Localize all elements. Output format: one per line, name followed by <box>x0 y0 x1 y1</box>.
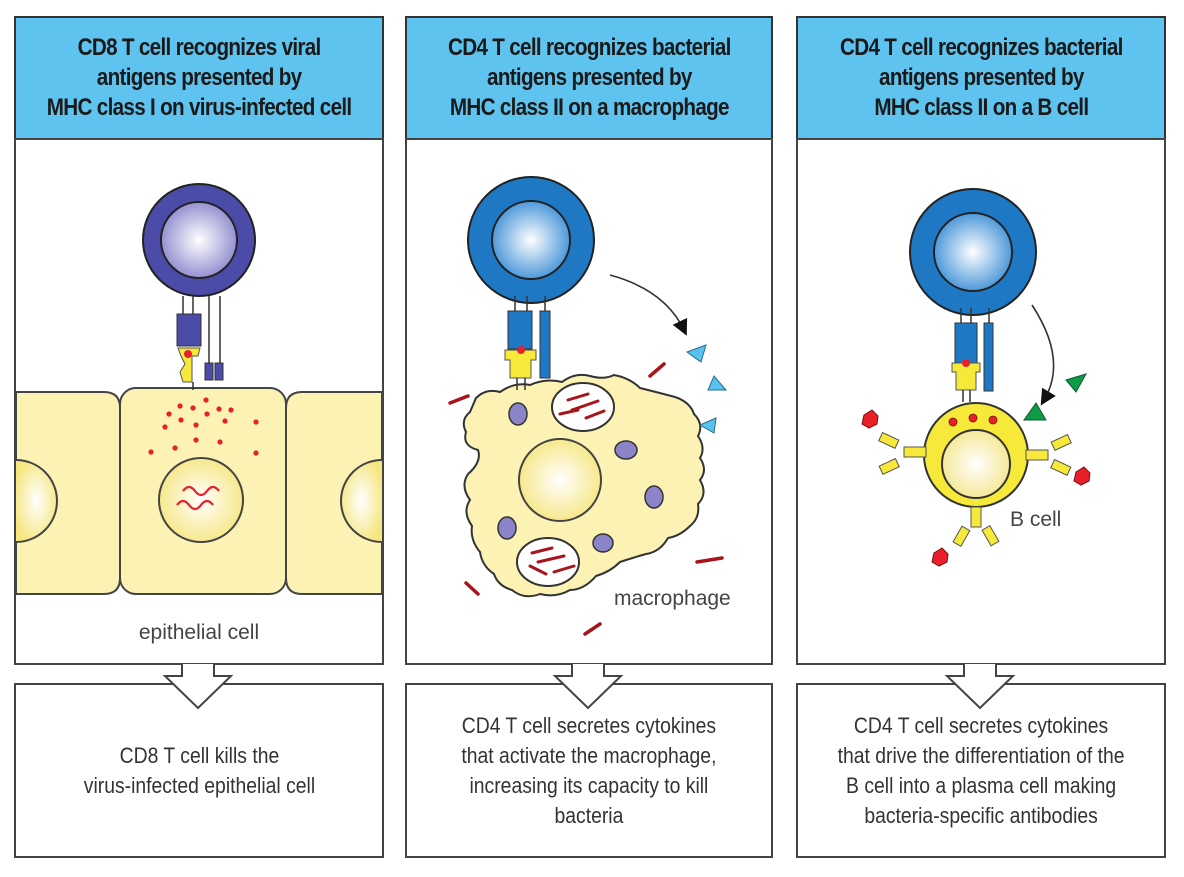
viral-rna <box>182 485 220 497</box>
panel-3-title: CD4 T cell recognizes bacterial antigens… <box>839 34 1123 121</box>
vesicles <box>497 402 664 553</box>
cd4-t-cell-bcell <box>909 188 1037 392</box>
mhc-class-ii <box>504 349 537 379</box>
b-cell-label: B cell <box>1010 508 1061 531</box>
b-cell-receptors <box>878 431 1072 547</box>
down-arrow-1 <box>162 664 234 710</box>
t-cell-receptor <box>507 310 533 350</box>
panel-1-header: CD8 T cell recognizes viral antigens pre… <box>14 16 384 140</box>
down-arrow-3 <box>944 664 1016 710</box>
antigen-dots <box>948 413 998 427</box>
nucleus <box>158 457 244 543</box>
panel-3-result: CD4 T cell secretes cytokines that drive… <box>796 683 1166 858</box>
cd4-coreceptor <box>983 322 994 392</box>
panel-2-result: CD4 T cell secretes cytokines that activ… <box>405 683 773 858</box>
secretion-arrow <box>1031 304 1056 406</box>
antigen-peptide <box>962 359 970 367</box>
bacterial-antigens <box>861 409 1091 567</box>
phagosome <box>516 537 580 587</box>
cd4-t-cell-macrophage <box>467 176 595 390</box>
secretion-arrow <box>609 274 688 336</box>
viral-antigen-dots <box>148 397 259 456</box>
antigen-peptide <box>184 350 192 358</box>
panel-2-result-text: CD4 T cell secretes cytokines that activ… <box>461 712 717 828</box>
b-cell-nucleus <box>941 429 1011 499</box>
down-arrow-2 <box>552 664 624 710</box>
cd8-coreceptor <box>204 362 214 381</box>
panel-3-header: CD4 T cell recognizes bacterial antigens… <box>796 16 1166 140</box>
phagosome <box>551 382 615 432</box>
b-cell <box>861 390 1091 567</box>
bacteria <box>448 362 724 636</box>
panel-3-result-text: CD4 T cell secretes cytokines that drive… <box>837 712 1125 828</box>
epithelial-cells <box>15 387 383 595</box>
t-cell-receptor <box>176 313 202 347</box>
cytokines <box>685 344 728 434</box>
panel-2-title: CD4 T cell recognizes bacterial antigens… <box>447 34 731 121</box>
cd4-coreceptor <box>539 310 551 379</box>
mhc-class-ii <box>951 362 981 391</box>
antigen-peptide <box>517 346 525 354</box>
t-cell-receptor <box>954 322 978 364</box>
macrophage-nucleus <box>518 438 602 522</box>
panel-1-result-text: CD8 T cell kills the virus-infected epit… <box>83 742 315 798</box>
panel-1-result: CD8 T cell kills the virus-infected epit… <box>14 683 384 858</box>
epithelial-cell-label: epithelial cell <box>139 621 259 644</box>
macrophage <box>462 373 705 598</box>
panel-1-title: CD8 T cell recognizes viral antigens pre… <box>46 34 352 121</box>
macrophage-label: macrophage <box>614 587 731 610</box>
cytokines <box>1023 373 1088 421</box>
cd8-t-cell <box>142 183 256 390</box>
mhc-class-i <box>177 347 201 383</box>
